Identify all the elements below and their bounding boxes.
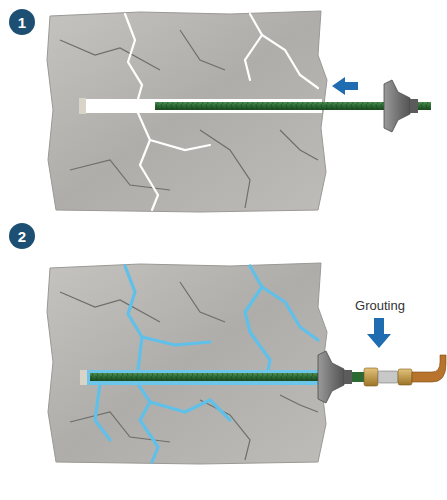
rock-mass (47, 11, 327, 212)
face-plate (318, 351, 344, 403)
step-label: Grouting (355, 299, 405, 313)
rock-mass (47, 263, 327, 464)
grout-coupler (364, 368, 378, 386)
grout-valve (398, 369, 412, 385)
callout-circle: 2 (9, 223, 35, 249)
rock-bolt (90, 373, 332, 381)
callout-number: 2 (18, 229, 26, 244)
insert-arrow (332, 77, 358, 95)
grout-adapter (378, 371, 398, 383)
rock-cracks (60, 30, 318, 208)
nut (344, 370, 352, 384)
panel-one (47, 11, 431, 212)
hole-end (80, 370, 87, 385)
bolt-end (352, 372, 364, 382)
grouting-arrow (367, 318, 391, 348)
panel-two (47, 263, 446, 464)
bolt-ribs (90, 373, 332, 381)
grout-filled-fissures (95, 266, 318, 462)
callout-circle: 1 (9, 9, 35, 35)
grout-hose (412, 355, 446, 382)
face-plate (384, 80, 410, 132)
hole-end (79, 98, 86, 114)
callout-number: 1 (18, 15, 26, 30)
nut (410, 99, 418, 113)
